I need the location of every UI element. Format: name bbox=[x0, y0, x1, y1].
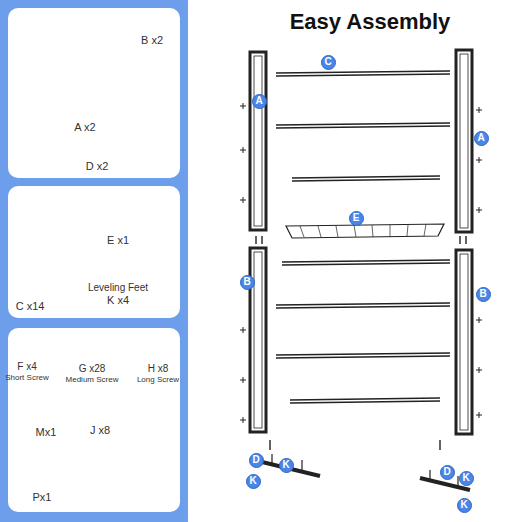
part-label: F x4 bbox=[17, 361, 36, 372]
part-label: Medium Screw bbox=[66, 376, 119, 385]
part-label: J x8 bbox=[90, 424, 110, 436]
callout-letter: B bbox=[479, 289, 486, 299]
callout-circle: A bbox=[474, 131, 489, 146]
callout-circle: K bbox=[457, 498, 472, 513]
part-label: C x14 bbox=[16, 300, 45, 312]
callout-circle: K bbox=[279, 458, 294, 473]
callout-letter: K bbox=[462, 473, 469, 483]
callout-letter: D bbox=[443, 467, 450, 477]
parts-panel: F x4 Short Screw G x28Medium Screw H x8 Long… bbox=[8, 328, 180, 512]
part-label: G x28 bbox=[79, 363, 106, 374]
part-label: D x2 bbox=[86, 160, 109, 172]
part-label: A x2 bbox=[74, 121, 95, 133]
callout-circle: E bbox=[349, 211, 364, 226]
callout-letter: K bbox=[460, 500, 467, 510]
part-label: K x4 bbox=[107, 294, 129, 306]
callout-letter: E bbox=[353, 213, 360, 223]
callout-letter: B bbox=[243, 277, 250, 287]
parts-panel: A x2 B x2 D x2 bbox=[8, 8, 180, 178]
callout-circle: C bbox=[321, 55, 336, 70]
callout-circle: B bbox=[476, 287, 491, 302]
callout-circle: A bbox=[252, 94, 267, 109]
callout-letter: K bbox=[249, 476, 256, 486]
callout-letter: C bbox=[324, 57, 331, 67]
callout-circle: K bbox=[459, 471, 474, 486]
shelf-parts bbox=[240, 50, 482, 490]
part-label: B x2 bbox=[141, 34, 163, 46]
part-label: Px1 bbox=[33, 491, 52, 503]
callout-circle: D bbox=[249, 453, 264, 468]
side-band bbox=[0, 0, 188, 522]
part-label: Long Screw bbox=[137, 376, 179, 385]
part-label: E x1 bbox=[107, 234, 129, 246]
callout-letter: A bbox=[477, 133, 484, 143]
callout-letter: K bbox=[282, 460, 289, 470]
parts-panel: C x14 E x1 Leveling FeetK x4 bbox=[8, 186, 180, 318]
page-title: Easy Assembly bbox=[290, 9, 451, 35]
callout-letter: D bbox=[252, 455, 259, 465]
part-label: Mx1 bbox=[36, 426, 57, 438]
part-label: H x8 bbox=[148, 363, 169, 374]
callout-circle: B bbox=[240, 275, 255, 290]
callout-circle: K bbox=[246, 474, 261, 489]
callout-letter: A bbox=[255, 96, 262, 106]
callout-circle: D bbox=[440, 465, 455, 480]
part-label: Short Screw bbox=[5, 374, 49, 383]
part-label: Leveling Feet bbox=[88, 282, 148, 293]
